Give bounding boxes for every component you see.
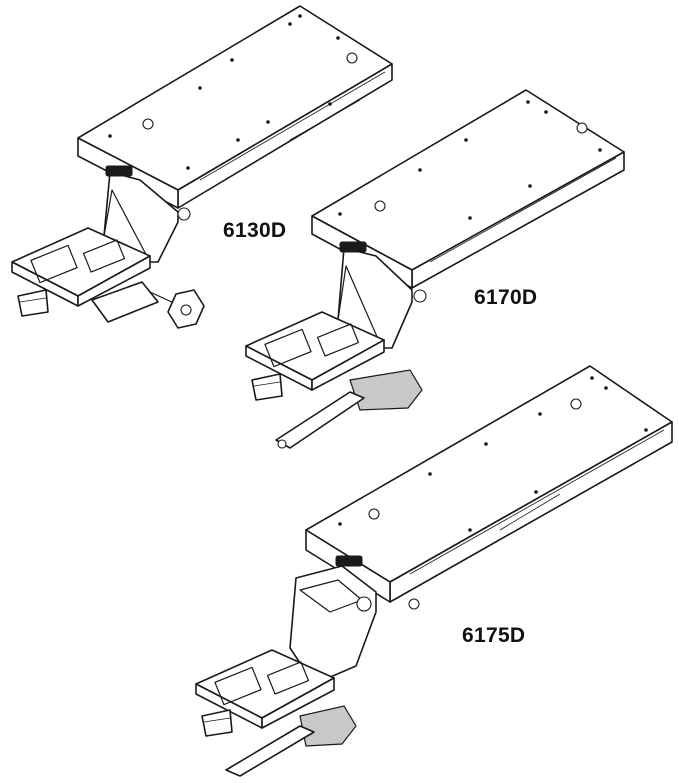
mechanism-6170d-track bbox=[311, 89, 625, 289]
model-label-6130d: 6130D bbox=[223, 219, 287, 242]
mechanism-6170d-bracket bbox=[245, 311, 385, 401]
mechanism-6175d-lever[interactable] bbox=[225, 705, 357, 777]
mechanism-6130d-bracket bbox=[11, 227, 159, 323]
mechanism-6175d-drawing bbox=[195, 365, 673, 777]
mechanism-6130d-knob bbox=[149, 289, 205, 329]
mechanism-6175d-bracket bbox=[195, 649, 335, 737]
mechanism-6170d-lever[interactable] bbox=[275, 369, 423, 449]
model-label-6175d: 6175D bbox=[462, 624, 526, 647]
mechanism-6175d-arm bbox=[289, 555, 420, 685]
mechanism-6170d-drawing bbox=[245, 89, 625, 449]
model-label-6170d: 6170D bbox=[474, 286, 538, 309]
mechanism-6130d-drawing bbox=[11, 5, 393, 329]
